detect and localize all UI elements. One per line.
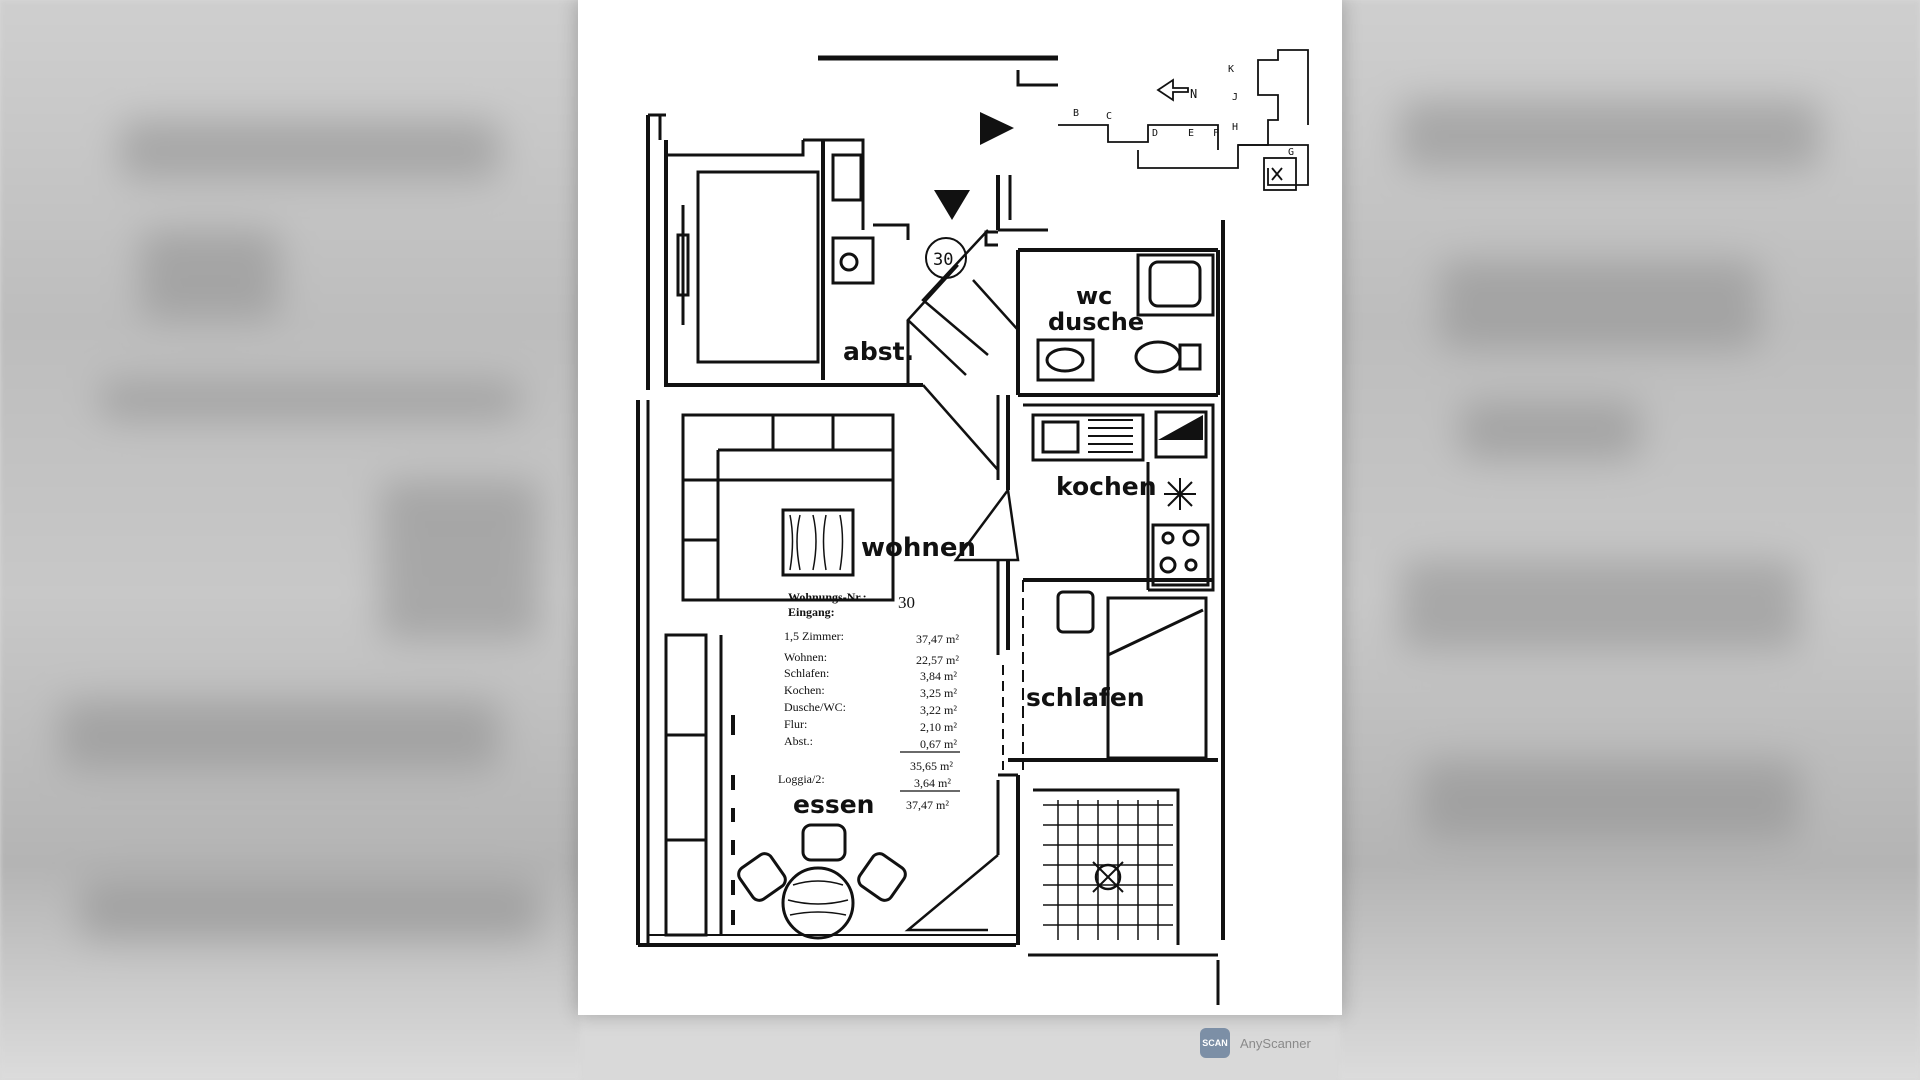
svg-text:37,47 m²: 37,47 m²	[916, 632, 959, 646]
svg-text:B: B	[1073, 108, 1079, 119]
entrance-arrow-icon	[934, 190, 970, 220]
north-arrow-icon	[1156, 78, 1189, 102]
abst-door-swing	[906, 264, 967, 376]
shower-tray	[1136, 253, 1215, 317]
site-plan-mini	[1058, 49, 1309, 191]
stove	[1151, 523, 1210, 587]
svg-text:F: F	[1213, 128, 1219, 139]
svg-text:Eingang:: Eingang:	[788, 605, 835, 619]
svg-text:Schlafen:: Schlafen:	[784, 666, 829, 680]
kitchen-counter	[1023, 403, 1215, 592]
svg-text:3,22 m²: 3,22 m²	[920, 703, 957, 717]
svg-text:Abst.:: Abst.:	[784, 734, 813, 748]
room-label-dusche: dusche	[1048, 308, 1144, 336]
room-label-abst: abst.	[843, 337, 914, 366]
svg-text:Wohnen:: Wohnen:	[784, 650, 827, 664]
scanner-watermark: SCAN AnyScanner	[1200, 1028, 1311, 1058]
room-label-essen: essen	[793, 790, 874, 819]
svg-text:22,57 m²: 22,57 m²	[916, 653, 959, 667]
wardrobe	[696, 170, 820, 364]
north-label: N	[1190, 87, 1197, 101]
bed	[1106, 596, 1208, 760]
unit-number-circle	[925, 237, 967, 279]
floor-plan-page: N B C D E F G H J K 30 abst. wc dusche k…	[578, 0, 1342, 1015]
svg-text:3,64 m²: 3,64 m²	[914, 776, 951, 790]
scanner-app-icon: SCAN	[1200, 1028, 1230, 1058]
svg-text:K: K	[1228, 64, 1234, 75]
room-label-wc: wc	[1076, 282, 1112, 310]
loggia-tiles	[1043, 800, 1173, 940]
dining-table	[781, 866, 855, 940]
corridor-wall-end	[1016, 70, 1058, 87]
chair	[737, 852, 787, 902]
scanner-app-name: AnyScanner	[1240, 1035, 1311, 1051]
svg-text:D: D	[1152, 128, 1158, 139]
svg-text:1,5 Zimmer:: 1,5 Zimmer:	[784, 629, 844, 643]
sofa	[681, 413, 895, 602]
svg-text:3,84 m²: 3,84 m²	[920, 669, 957, 683]
svg-text:Dusche/WC:: Dusche/WC:	[784, 700, 846, 714]
chair	[801, 823, 847, 862]
blurred-background-left	[0, 0, 580, 1080]
coffee-table	[781, 508, 855, 577]
area-table: Wohnungs-Nr.: 30 Eingang: 1,5 Zimmer: 37…	[778, 590, 960, 812]
svg-text:C: C	[1106, 111, 1112, 122]
svg-text:35,65 m²: 35,65 m²	[910, 759, 953, 773]
washbasin	[1036, 338, 1095, 382]
svg-text:Wohnungs-Nr.:: Wohnungs-Nr.:	[788, 590, 867, 604]
svg-text:30: 30	[898, 593, 915, 612]
loggia-wall	[1033, 788, 1180, 945]
blurred-background-right	[1340, 0, 1920, 1080]
svg-text:0,67 m²: 0,67 m²	[920, 737, 957, 751]
svg-text:Loggia/2:: Loggia/2:	[778, 772, 825, 786]
svg-text:Kochen:: Kochen:	[784, 683, 825, 697]
svg-text:37,47 m²: 37,47 m²	[906, 798, 949, 812]
svg-text:G: G	[1288, 147, 1294, 158]
svg-text:3,25 m²: 3,25 m²	[920, 686, 957, 700]
svg-text:2,10 m²: 2,10 m²	[920, 720, 957, 734]
toilet	[1134, 340, 1182, 374]
room-label-wohnen: wohnen	[861, 533, 976, 563]
floor-plan-drawing: N B C D E F G H J K 30 abst. wc dusche k…	[636, 49, 1309, 1005]
svg-text:H: H	[1232, 122, 1238, 133]
unit-number: 30	[933, 250, 953, 270]
svg-text:J: J	[1232, 92, 1238, 103]
abst-wall	[664, 140, 923, 387]
room-label-schlafen: schlafen	[1026, 683, 1145, 712]
chair	[857, 852, 907, 902]
shelf-unit	[664, 633, 708, 937]
svg-text:E: E	[1188, 128, 1194, 139]
entrance-arrow-icon	[980, 112, 1014, 145]
svg-text:Flur:: Flur:	[784, 717, 807, 731]
room-label-kochen: kochen	[1056, 472, 1157, 501]
